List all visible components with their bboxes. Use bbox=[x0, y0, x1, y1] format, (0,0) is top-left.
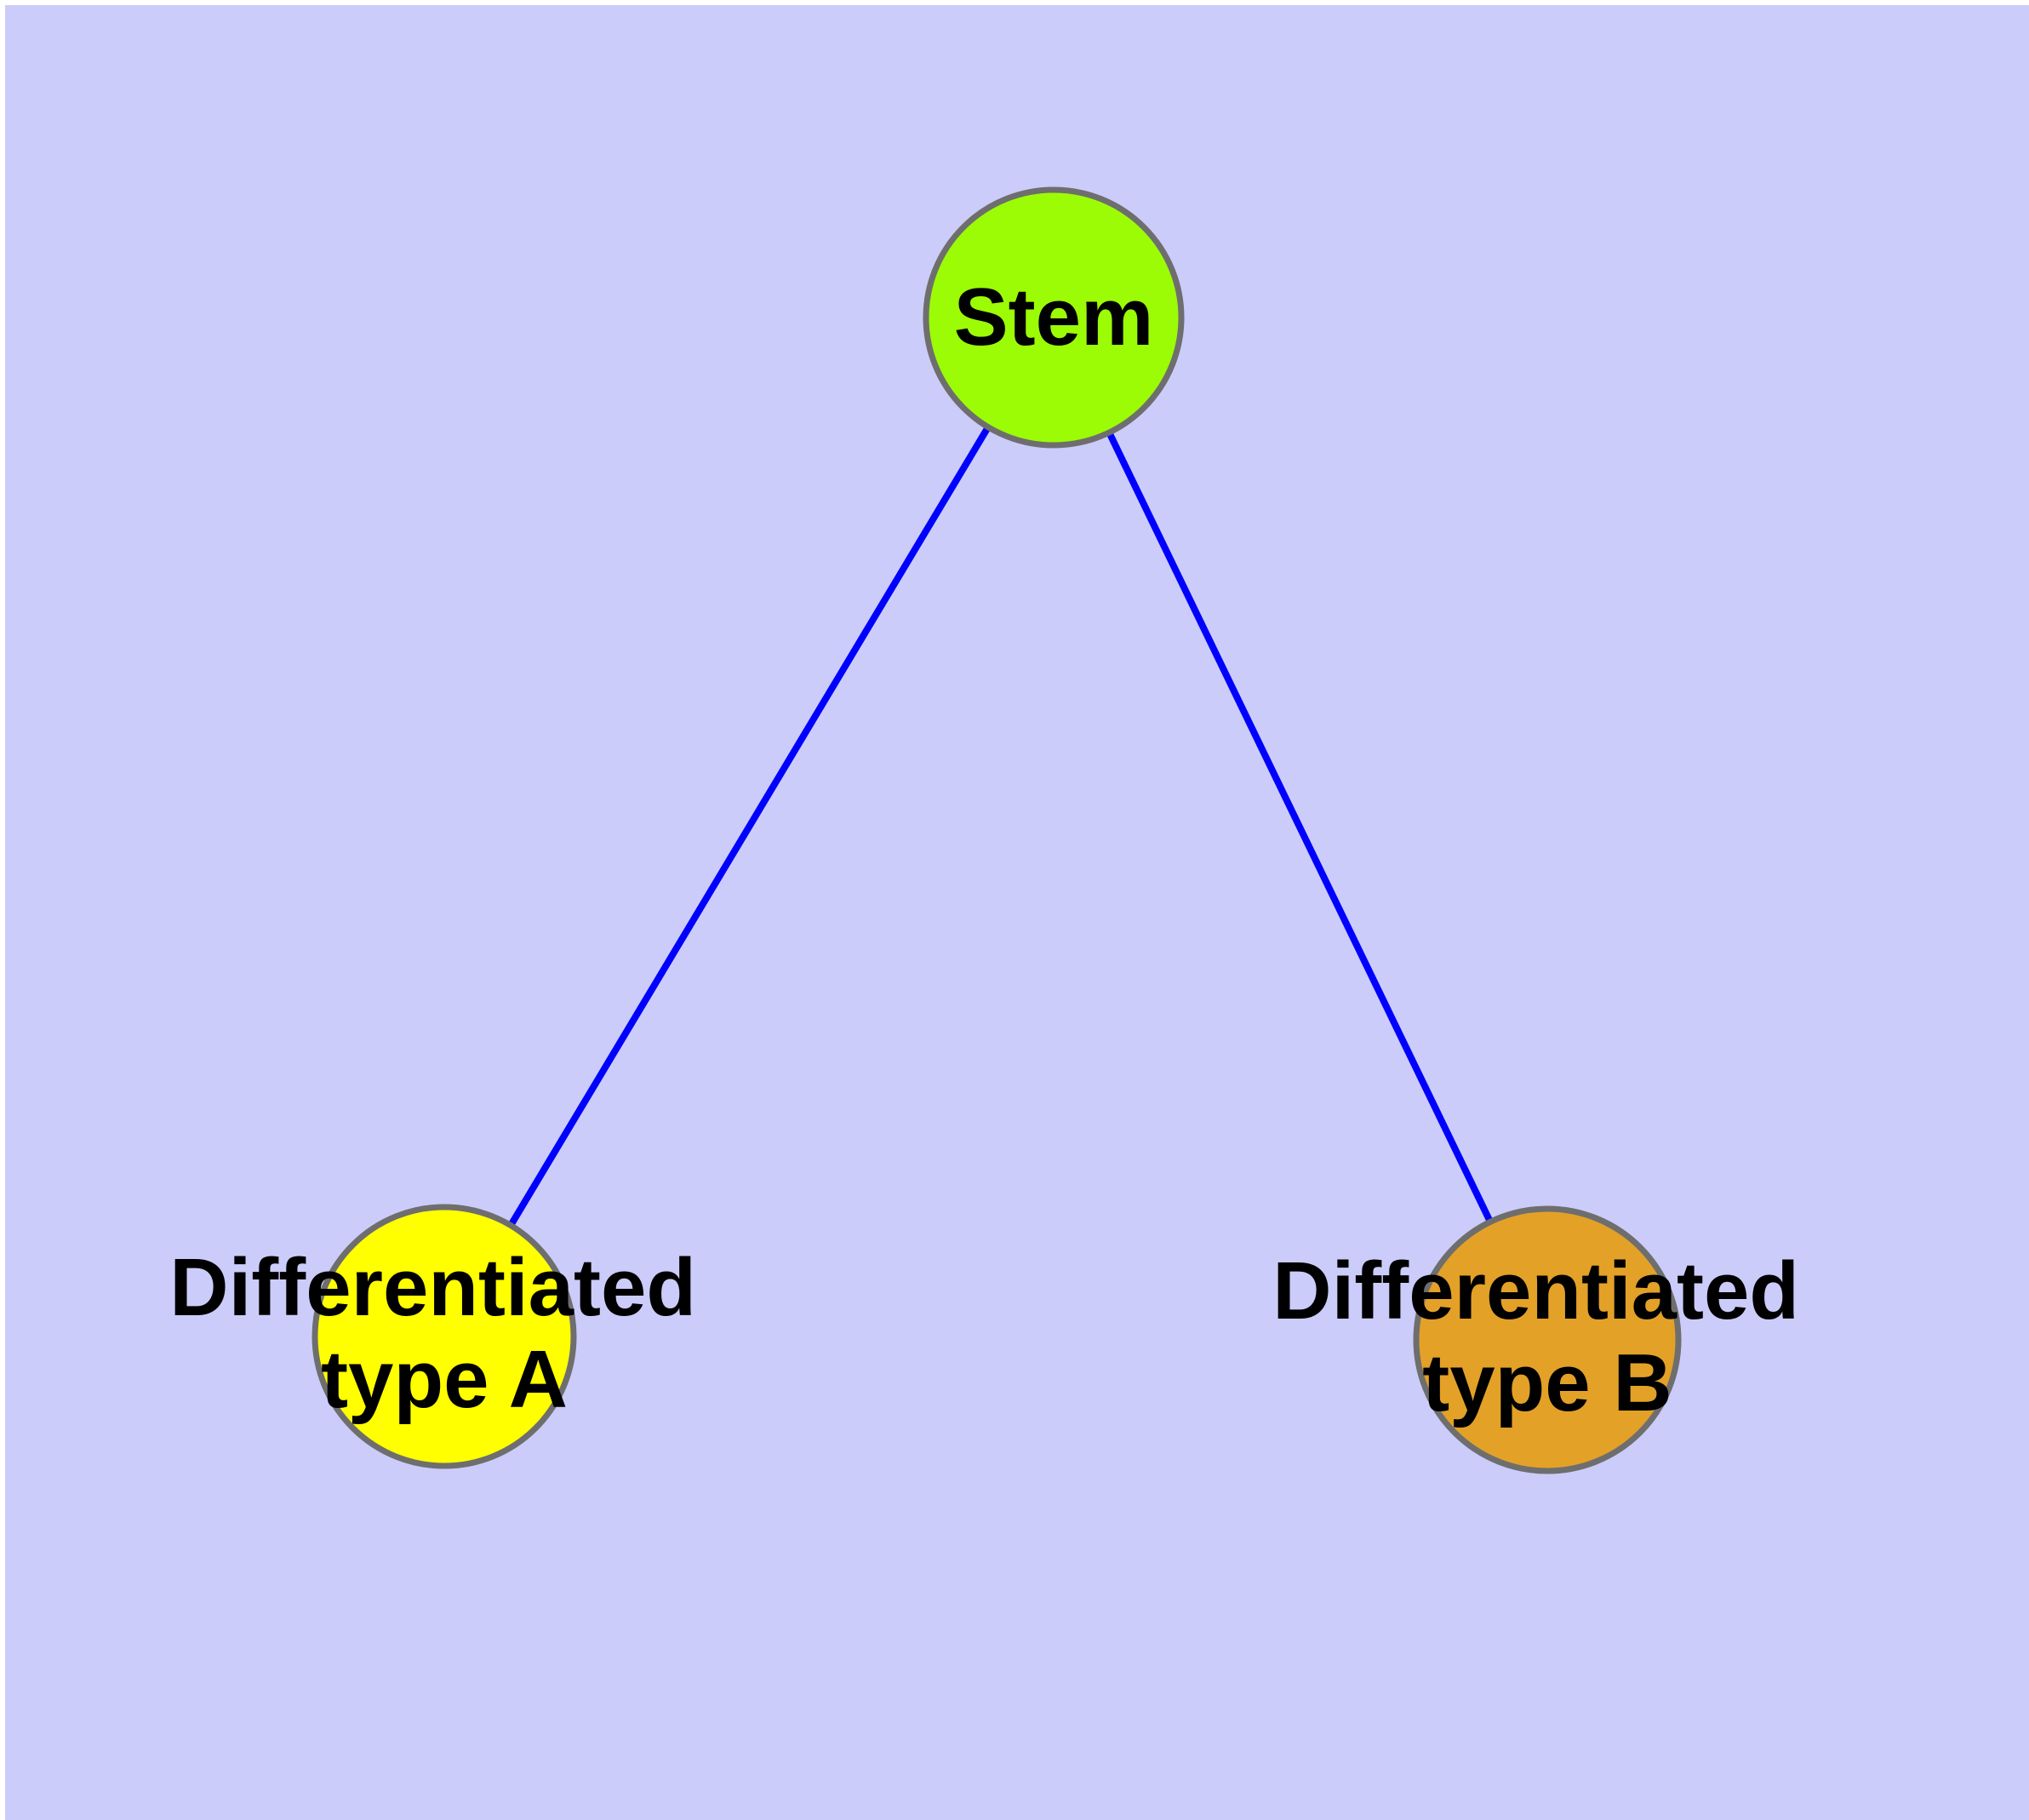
node-diff-a[interactable] bbox=[311, 1204, 577, 1469]
edge-stem-to-diff-a[interactable] bbox=[441, 315, 1057, 1339]
node-circle-diff-a[interactable] bbox=[311, 1204, 577, 1469]
node-circle-diff-b[interactable] bbox=[1413, 1205, 1682, 1474]
node-label-diff-a-line-1: Differentiated bbox=[169, 1242, 696, 1333]
node-label-diff-b-line-2: type B bbox=[1422, 1337, 1672, 1428]
node-layer bbox=[311, 186, 1682, 1474]
edge-layer bbox=[441, 315, 1551, 1342]
node-diff-b[interactable] bbox=[1413, 1205, 1682, 1474]
node-label-stem: Stem bbox=[954, 272, 1154, 363]
node-stem[interactable] bbox=[923, 186, 1185, 449]
node-label-diff-b-line-1: Differentiated bbox=[1272, 1245, 1799, 1336]
label-layer: Stem Differentiated type A Differentiate… bbox=[169, 272, 1821, 1428]
node-label-diff-a-line-2: type A bbox=[321, 1334, 568, 1425]
node-label-diff-b: Differentiated type B bbox=[1272, 1245, 1821, 1428]
node-circle-stem[interactable] bbox=[923, 186, 1185, 449]
node-label-diff-a: Differentiated type A bbox=[169, 1242, 718, 1425]
node-label-stem-line-1: Stem bbox=[954, 272, 1154, 363]
edge-stem-to-diff-b[interactable] bbox=[1050, 316, 1551, 1342]
